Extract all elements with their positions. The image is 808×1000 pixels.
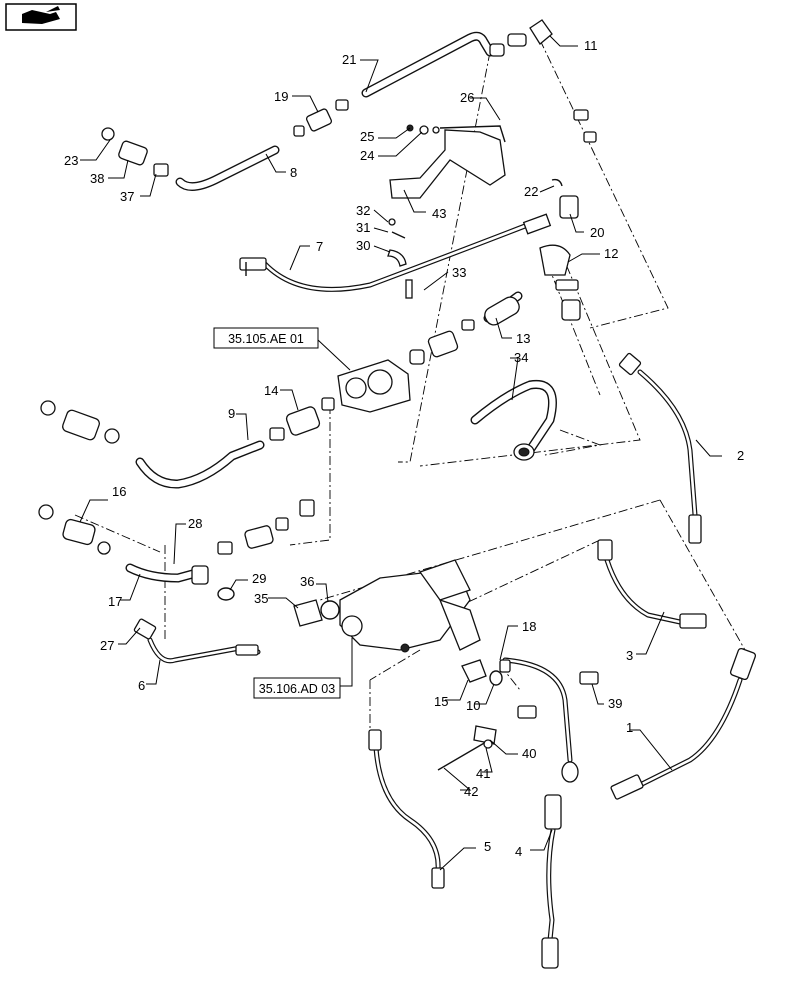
callout-19[interactable]: 19: [274, 89, 288, 104]
hose-7: [239, 213, 552, 292]
callout-43[interactable]: 43: [432, 206, 446, 221]
callout-1[interactable]: 1: [626, 720, 633, 735]
hose-17: [125, 563, 205, 583]
callout-25[interactable]: 25: [360, 129, 374, 144]
callout-41[interactable]: 41: [476, 766, 490, 781]
callout-12[interactable]: 12: [604, 246, 618, 261]
callout-24[interactable]: 24: [360, 148, 374, 163]
callout-16[interactable]: 16: [112, 484, 126, 499]
callout-2[interactable]: 2: [737, 448, 744, 463]
hose-21: [361, 31, 495, 98]
callout-18[interactable]: 18: [522, 619, 536, 634]
leader-lines: [79, 35, 722, 871]
callout-13[interactable]: 13: [516, 331, 530, 346]
hose-9: [135, 440, 265, 489]
callout-9[interactable]: 9: [228, 406, 235, 421]
page-turn-icon[interactable]: [5, 3, 77, 31]
hose-34: [470, 379, 557, 461]
callout-30[interactable]: 30: [356, 238, 370, 253]
reference-box-upper[interactable]: 35.105.AE 01: [213, 327, 319, 349]
hose-2: [618, 352, 702, 544]
callout-4[interactable]: 4: [515, 844, 522, 859]
hose-8: [175, 145, 280, 191]
callout-23[interactable]: 23: [64, 153, 78, 168]
callout-28[interactable]: 28: [188, 516, 202, 531]
hose-1: [610, 647, 757, 800]
callout-37[interactable]: 37: [120, 189, 134, 204]
callout-10[interactable]: 10: [466, 698, 480, 713]
reference-label-upper: 35.105.AE 01: [228, 332, 304, 346]
reference-label-lower: 35.106.AD 03: [259, 682, 335, 696]
callout-26[interactable]: 26: [460, 90, 474, 105]
hose-10-tube: [502, 657, 579, 783]
callout-36[interactable]: 36: [300, 574, 314, 589]
hose-5: [368, 729, 445, 889]
callout-42[interactable]: 42: [464, 784, 478, 799]
callout-17[interactable]: 17: [108, 594, 122, 609]
callout-20[interactable]: 20: [590, 225, 604, 240]
callout-33[interactable]: 33: [452, 265, 466, 280]
callout-39[interactable]: 39: [608, 696, 622, 711]
callout-35[interactable]: 35: [254, 591, 268, 606]
callout-14[interactable]: 14: [264, 383, 278, 398]
callout-11[interactable]: 11: [584, 38, 598, 53]
callout-34[interactable]: 34: [514, 350, 528, 365]
reference-box-lower[interactable]: 35.106.AD 03: [253, 677, 341, 699]
callout-31[interactable]: 31: [356, 220, 370, 235]
callout-3[interactable]: 3: [626, 648, 633, 663]
callout-22[interactable]: 22: [524, 184, 538, 199]
callout-8[interactable]: 8: [290, 165, 297, 180]
hose-3: [597, 539, 707, 629]
hose-4: [541, 794, 562, 969]
callout-6[interactable]: 6: [138, 678, 145, 693]
callout-40[interactable]: 40: [522, 746, 536, 761]
callout-21[interactable]: 21: [342, 52, 356, 67]
callout-29[interactable]: 29: [252, 571, 266, 586]
callout-38[interactable]: 38: [90, 171, 104, 186]
hose-6: [133, 618, 261, 664]
callout-32[interactable]: 32: [356, 203, 370, 218]
callout-27[interactable]: 27: [100, 638, 114, 653]
callout-5[interactable]: 5: [484, 839, 491, 854]
fittings: [38, 19, 599, 771]
callout-7[interactable]: 7: [316, 239, 323, 254]
hose-13: [483, 291, 523, 326]
callout-15[interactable]: 15: [434, 694, 448, 709]
